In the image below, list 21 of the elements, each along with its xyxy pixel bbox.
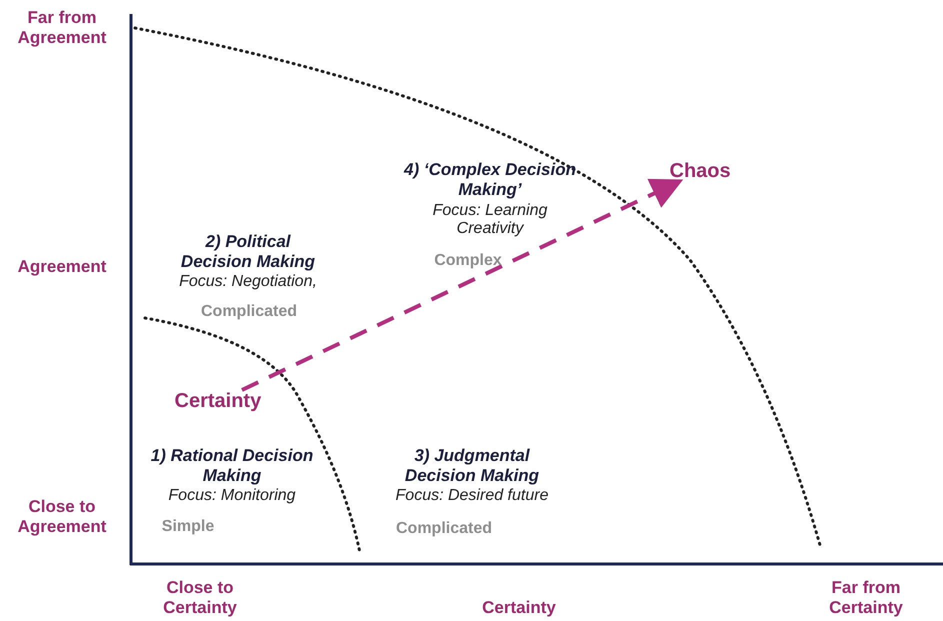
region-label: Certainty	[174, 390, 262, 413]
axis-label: Far from Agreement	[16, 8, 108, 48]
focus-text: Focus: Monitoring	[167, 487, 297, 506]
domain-label: Simple	[160, 518, 216, 536]
axis-label: Close to Certainty	[162, 578, 238, 618]
dashed-arrow	[241, 178, 684, 392]
axis-label: Certainty	[481, 598, 557, 618]
axis-label: Close to Agreement	[16, 497, 108, 536]
domain-label: Complicated	[394, 520, 493, 538]
region-label: Chaos	[670, 160, 731, 183]
region-heading: 4) ‘Complex Decision Making’	[402, 160, 577, 200]
domain-label: Complex	[433, 252, 503, 270]
region-heading: 3) Judgmental Decision Making	[404, 446, 540, 486]
focus-text: Focus: Learning Creativity	[432, 202, 548, 239]
focus-text: Focus: Desired future	[394, 487, 550, 506]
axis-label: Far from Certainty	[828, 578, 904, 618]
axis-label: Agreement	[16, 257, 108, 277]
region-heading: 2) Political Decision Making	[180, 232, 316, 272]
focus-text: Focus: Negotiation,	[178, 273, 318, 292]
region-heading: 1) Rational Decision Making	[150, 446, 314, 486]
domain-label: Complicated	[200, 303, 298, 322]
